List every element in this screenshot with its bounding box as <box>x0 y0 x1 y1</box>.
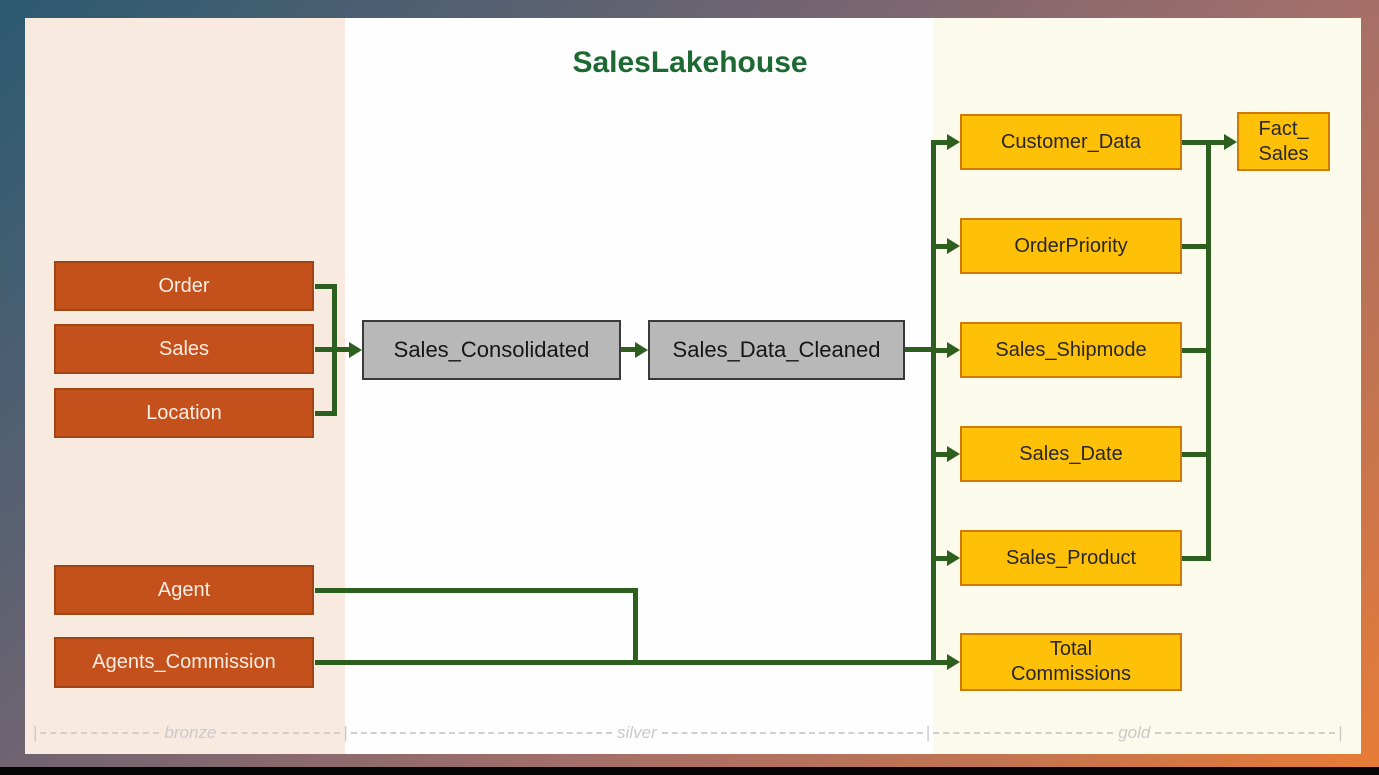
zone-label-silver: silver <box>617 723 657 742</box>
edge-feed-sales-shipmode <box>933 348 948 353</box>
zone-ruler-silver: silver <box>348 720 926 746</box>
zone-divider: | <box>925 723 931 742</box>
zone-label-bronze: bronze <box>164 723 217 742</box>
arrowhead-into-sales-date <box>947 446 960 462</box>
dash-line <box>221 732 341 734</box>
node-sales-product: Sales_Product <box>960 530 1182 586</box>
node-sales-data-cleaned: Sales_Data_Cleaned <box>648 320 905 380</box>
arrowhead-into-fact-sales <box>1224 134 1237 150</box>
edge-agent-stub <box>315 588 638 593</box>
node-fact-sales-line2: Sales <box>1258 142 1309 165</box>
zone-divider: | <box>33 723 38 742</box>
node-sales-date: Sales_Date <box>960 426 1182 482</box>
node-location-label: Location <box>146 401 222 424</box>
page-title: SalesLakehouse <box>572 46 808 79</box>
dash-line <box>1155 732 1336 734</box>
dash-line <box>661 732 923 734</box>
edge-location-stub <box>315 411 337 416</box>
arrowhead-into-cleaned <box>635 342 648 358</box>
node-location: Location <box>54 388 314 438</box>
node-order: Order <box>54 261 314 311</box>
arrowhead-into-sales-product <box>947 550 960 566</box>
node-total-commissions-line1: Total <box>1049 638 1093 660</box>
node-agents-commission-label: Agents_Commission <box>92 651 276 673</box>
node-orderpriority: OrderPriority <box>960 218 1182 274</box>
edge-gold-distributor <box>931 140 936 665</box>
edge-feed-orderpriority <box>933 244 948 249</box>
arrowhead-into-orderpriority <box>947 238 960 254</box>
node-sales-shipmode: Sales_Shipmode <box>960 322 1182 378</box>
dash-line <box>40 732 160 734</box>
edge-cleaned-to-distributor <box>905 347 936 352</box>
dash-line <box>350 732 613 734</box>
node-customer-data: Customer_Data <box>960 114 1182 170</box>
node-sales-shipmode-label: Sales_Shipmode <box>995 338 1147 361</box>
edge-agent-drop <box>633 588 638 665</box>
zone-ruler-bronze: bronze <box>37 720 343 746</box>
edge-sales-date-out <box>1182 452 1211 457</box>
edge-feed-customer-data <box>933 140 948 145</box>
zone-ruler: | bronze | silver | gold | <box>33 720 1348 746</box>
zone-divider: | <box>1338 723 1343 742</box>
node-agent: Agent <box>54 565 314 615</box>
node-total-commissions-line2: Commissions <box>1010 663 1132 685</box>
node-total-commissions: Total Commissions <box>960 633 1182 691</box>
dash-line <box>933 732 1114 734</box>
node-sales-product-label: Sales_Product <box>1005 546 1137 569</box>
node-agents-commission: Agents_Commission <box>54 637 314 688</box>
edge-order-stub <box>315 284 337 289</box>
edge-customer-data-to-fact <box>1182 140 1224 145</box>
node-agent-label: Agent <box>157 578 211 601</box>
node-sales-data-cleaned-label: Sales_Data_Cleaned <box>672 337 881 363</box>
arrowhead-into-customer-data <box>947 134 960 150</box>
node-sales-consolidated: Sales_Consolidated <box>362 320 621 380</box>
node-sales-date-label: Sales_Date <box>1019 442 1123 465</box>
node-orderpriority-label: OrderPriority <box>1014 234 1128 257</box>
edge-agents-commission-line <box>315 660 947 665</box>
zone-divider: | <box>343 723 348 742</box>
node-customer-data-label: Customer_Data <box>1000 130 1142 153</box>
zone-label-gold: gold <box>1118 723 1151 742</box>
edge-sales-product-out <box>1182 556 1211 561</box>
node-fact-sales-line1: Fact_ <box>1258 117 1309 140</box>
arrowhead-into-total-commissions <box>947 654 960 670</box>
edge-sales-shipmode-out <box>1182 348 1211 353</box>
silver-zone <box>345 18 933 754</box>
edge-orderpriority-out <box>1182 244 1211 249</box>
bronze-zone <box>25 18 345 754</box>
edge-feed-sales-product <box>933 556 948 561</box>
edge-consolidated-to-cleaned <box>621 347 637 352</box>
zone-ruler-gold: gold <box>930 720 1338 746</box>
edge-sales-to-consolidated <box>315 347 351 352</box>
node-fact-sales: Fact_ Sales <box>1237 112 1330 171</box>
node-order-label: Order <box>158 274 210 297</box>
bottom-black-bar <box>0 767 1379 775</box>
node-sales-label: Sales <box>158 337 210 360</box>
arrowhead-into-consolidated <box>349 342 362 358</box>
edge-feed-sales-date <box>933 452 948 457</box>
node-sales-consolidated-label: Sales_Consolidated <box>393 337 590 363</box>
arrowhead-into-sales-shipmode <box>947 342 960 358</box>
node-sales: Sales <box>54 324 314 374</box>
